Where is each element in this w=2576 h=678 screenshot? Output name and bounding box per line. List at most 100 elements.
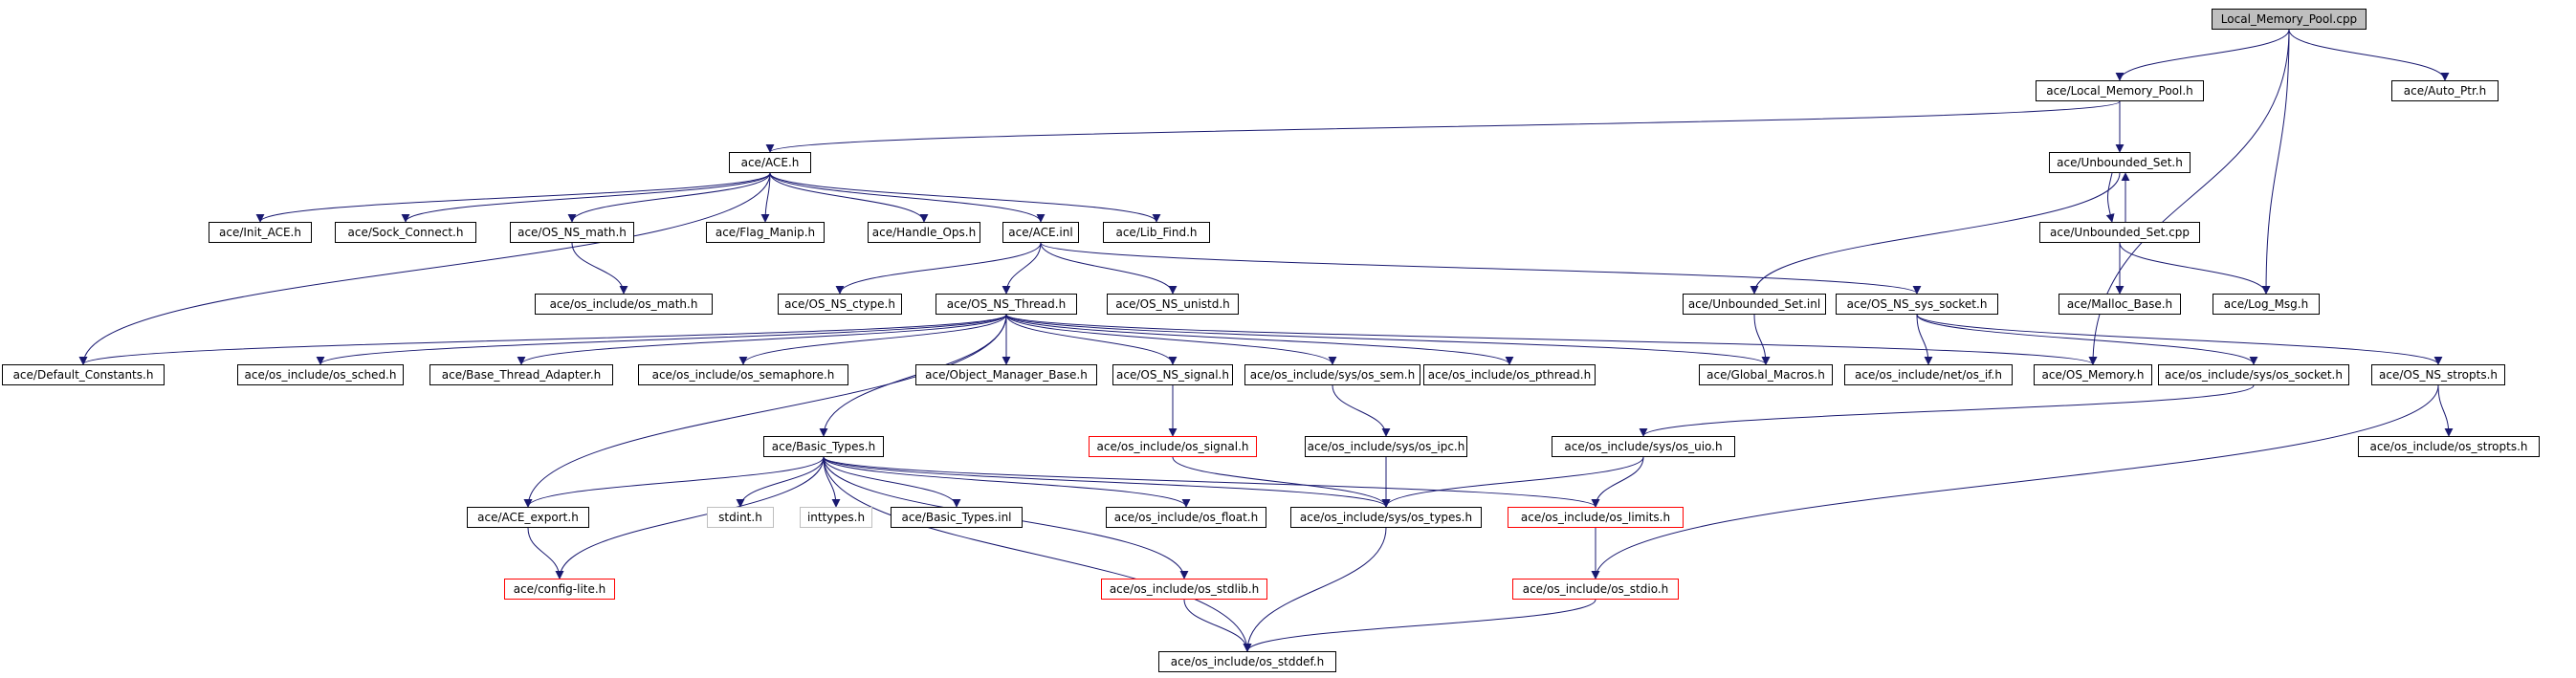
edge-unb-cpp-to-log-msg [2119,242,2271,295]
node-os-semaphore[interactable]: ace/os_include/os_semaphore.h [638,364,848,385]
node-os-limits[interactable]: ace/os_include/os_limits.h [1508,507,1684,528]
edge-os-ns-thread-to-ace-export [523,314,1007,508]
edge-ace-h-to-lib-find [769,172,1161,223]
edge-basic-types-to-os-limits [823,456,1600,508]
node-ace-export[interactable]: ace/ACE_export.h [467,507,589,528]
node-os-signal[interactable]: ace/os_include/os_signal.h [1089,436,1257,457]
node-os-ns-math[interactable]: ace/OS_NS_math.h [510,222,634,243]
node-flag-manip[interactable]: ace/Flag_Manip.h [706,222,825,243]
node-basic-types-inl[interactable]: ace/Basic_Types.inl [891,507,1023,528]
edge-os-ns-thread-to-os-pthread [1005,314,1514,365]
node-os-sys-sem[interactable]: ace/os_include/sys/os_sem.h [1244,364,1420,385]
edge-root-to-log-msg [2261,29,2290,295]
edge-os-sys-sem-to-os-sys-ipc [1332,384,1391,437]
node-os-ns-stropts[interactable]: ace/OS_NS_stropts.h [2371,364,2505,385]
edge-os-ns-thread-to-default-constants [78,314,1007,365]
edge-ace-h-to-handle-ops [769,172,929,223]
edge-basic-types-to-config-lite [555,456,825,580]
node-os-sys-types[interactable]: ace/os_include/sys/os_types.h [1290,507,1482,528]
node-os-ns-signal[interactable]: ace/OS_NS_signal.h [1112,364,1233,385]
node-ace-inl[interactable]: ace/ACE.inl [1002,222,1079,243]
node-ace-h[interactable]: ace/ACE.h [729,152,811,173]
node-os-net-if[interactable]: ace/os_include/net/os_if.h [1844,364,2013,385]
node-init-ace[interactable]: ace/Init_ACE.h [209,222,312,243]
edge-ace-inl-to-os-ns-sys-socket [1040,242,1922,295]
edge-ace-inl-to-os-ns-ctype [835,242,1042,295]
node-object-manager-base[interactable]: ace/Object_Manager_Base.h [915,364,1097,385]
edge-os-ns-thread-to-os-memory [1005,314,2098,365]
node-os-stropts[interactable]: ace/os_include/os_stropts.h [2358,436,2540,457]
node-handle-ops[interactable]: ace/Handle_Ops.h [868,222,980,243]
node-inttypes: inttypes.h [800,507,872,528]
node-sock-connect[interactable]: ace/Sock_Connect.h [335,222,476,243]
edge-os-ns-thread-to-base-thread-adapter [517,314,1007,365]
node-os-stdlib[interactable]: ace/os_include/os_stdlib.h [1101,579,1267,600]
node-malloc-base[interactable]: ace/Malloc_Base.h [2059,294,2181,315]
edge-os-ns-stropts-to-os-stropts [2437,384,2454,437]
edge-basic-types-to-ace-export [523,456,825,508]
edge-ace-h-to-init-ace [255,172,771,223]
node-os-memory[interactable]: ace/OS_Memory.h [2034,364,2152,385]
edge-unb-h-to-unb-cpp [2105,172,2115,223]
edge-os-ns-thread-to-os-sys-sem [1005,314,1337,365]
node-base-thread-adapter[interactable]: ace/Base_Thread_Adapter.h [429,364,613,385]
edge-unb-h-to-unb-inl [1750,172,2121,295]
node-global-macros[interactable]: ace/Global_Macros.h [1699,364,1833,385]
node-os-float[interactable]: ace/os_include/os_float.h [1106,507,1266,528]
edge-root-to-lmp-h [2115,29,2290,81]
node-os-sched[interactable]: ace/os_include/os_sched.h [237,364,404,385]
node-os-ns-unistd[interactable]: ace/OS_NS_unistd.h [1107,294,1239,315]
node-os-stdio[interactable]: ace/os_include/os_stdio.h [1512,579,1679,600]
dependency-edges [78,29,2454,652]
edge-ace-h-to-flag-manip [760,172,771,223]
edge-os-ns-math-to-os-math [571,242,628,295]
edge-ace-export-to-config-lite [527,527,564,580]
edge-os-sys-uio-to-os-sys-types [1381,456,1644,508]
edge-ace-h-to-default-constants [78,172,771,365]
edge-ace-h-to-sock-connect [401,172,771,223]
edge-os-stdio-to-os-stddef [1243,599,1596,652]
edge-ace-h-to-ace-inl [769,172,1046,223]
node-unb-cpp[interactable]: ace/Unbounded_Set.cpp [2039,222,2200,243]
node-root[interactable]: Local_Memory_Pool.cpp [2212,9,2367,30]
node-log-msg[interactable]: ace/Log_Msg.h [2213,294,2320,315]
node-auto-ptr[interactable]: ace/Auto_Ptr.h [2391,80,2499,101]
edge-os-ns-sys-socket-to-os-sys-socket [1916,314,2258,365]
node-os-pthread[interactable]: ace/os_include/os_pthread.h [1423,364,1596,385]
node-default-constants[interactable]: ace/Default_Constants.h [2,364,165,385]
edge-ace-inl-to-os-ns-unistd [1040,242,1178,295]
edge-os-ns-sys-socket-to-os-ns-stropts [1916,314,2443,365]
node-unb-h[interactable]: ace/Unbounded_Set.h [2049,152,2191,173]
node-lib-find[interactable]: ace/Lib_Find.h [1103,222,1210,243]
edge-os-ns-thread-to-os-sched [316,314,1007,365]
edge-basic-types-to-os-float [823,456,1191,508]
node-stdint: stdint.h [707,507,774,528]
edge-lmp-h-to-ace-h [765,100,2121,153]
node-os-ns-ctype[interactable]: ace/OS_NS_ctype.h [778,294,902,315]
node-os-sys-ipc[interactable]: ace/os_include/sys/os_ipc.h [1305,436,1467,457]
edge-root-to-auto-ptr [2288,29,2450,81]
edge-os-ns-thread-to-global-macros [1005,314,1771,365]
node-os-math[interactable]: ace/os_include/os_math.h [535,294,713,315]
edge-os-ns-thread-to-os-semaphore [738,314,1007,365]
node-os-ns-sys-socket[interactable]: ace/OS_NS_sys_socket.h [1836,294,1998,315]
edge-os-ns-sys-socket-to-os-net-if [1916,314,1933,365]
node-os-stddef[interactable]: ace/os_include/os_stddef.h [1158,651,1336,672]
node-unb-inl[interactable]: ace/Unbounded_Set.inl [1683,294,1826,315]
edge-os-sys-types-to-os-stddef [1243,527,1387,652]
edge-ace-h-to-os-ns-math [567,172,771,223]
node-lmp-h[interactable]: ace/Local_Memory_Pool.h [2036,80,2204,101]
node-os-sys-socket[interactable]: ace/os_include/sys/os_socket.h [2158,364,2349,385]
node-basic-types[interactable]: ace/Basic_Types.h [763,436,884,457]
edge-os-ns-thread-to-os-ns-signal [1005,314,1178,365]
edge-basic-types-to-stdint [736,456,825,508]
node-config-lite[interactable]: ace/config-lite.h [504,579,615,600]
edge-basic-types-to-os-stddef [823,456,1252,652]
edge-basic-types-to-basic-types-inl [823,456,961,508]
node-os-sys-uio[interactable]: ace/os_include/sys/os_uio.h [1552,436,1735,457]
node-os-ns-thread[interactable]: ace/OS_NS_Thread.h [936,294,1077,315]
edge-basic-types-to-os-sys-types [823,456,1391,508]
edge-os-signal-to-os-sys-types [1172,456,1391,508]
